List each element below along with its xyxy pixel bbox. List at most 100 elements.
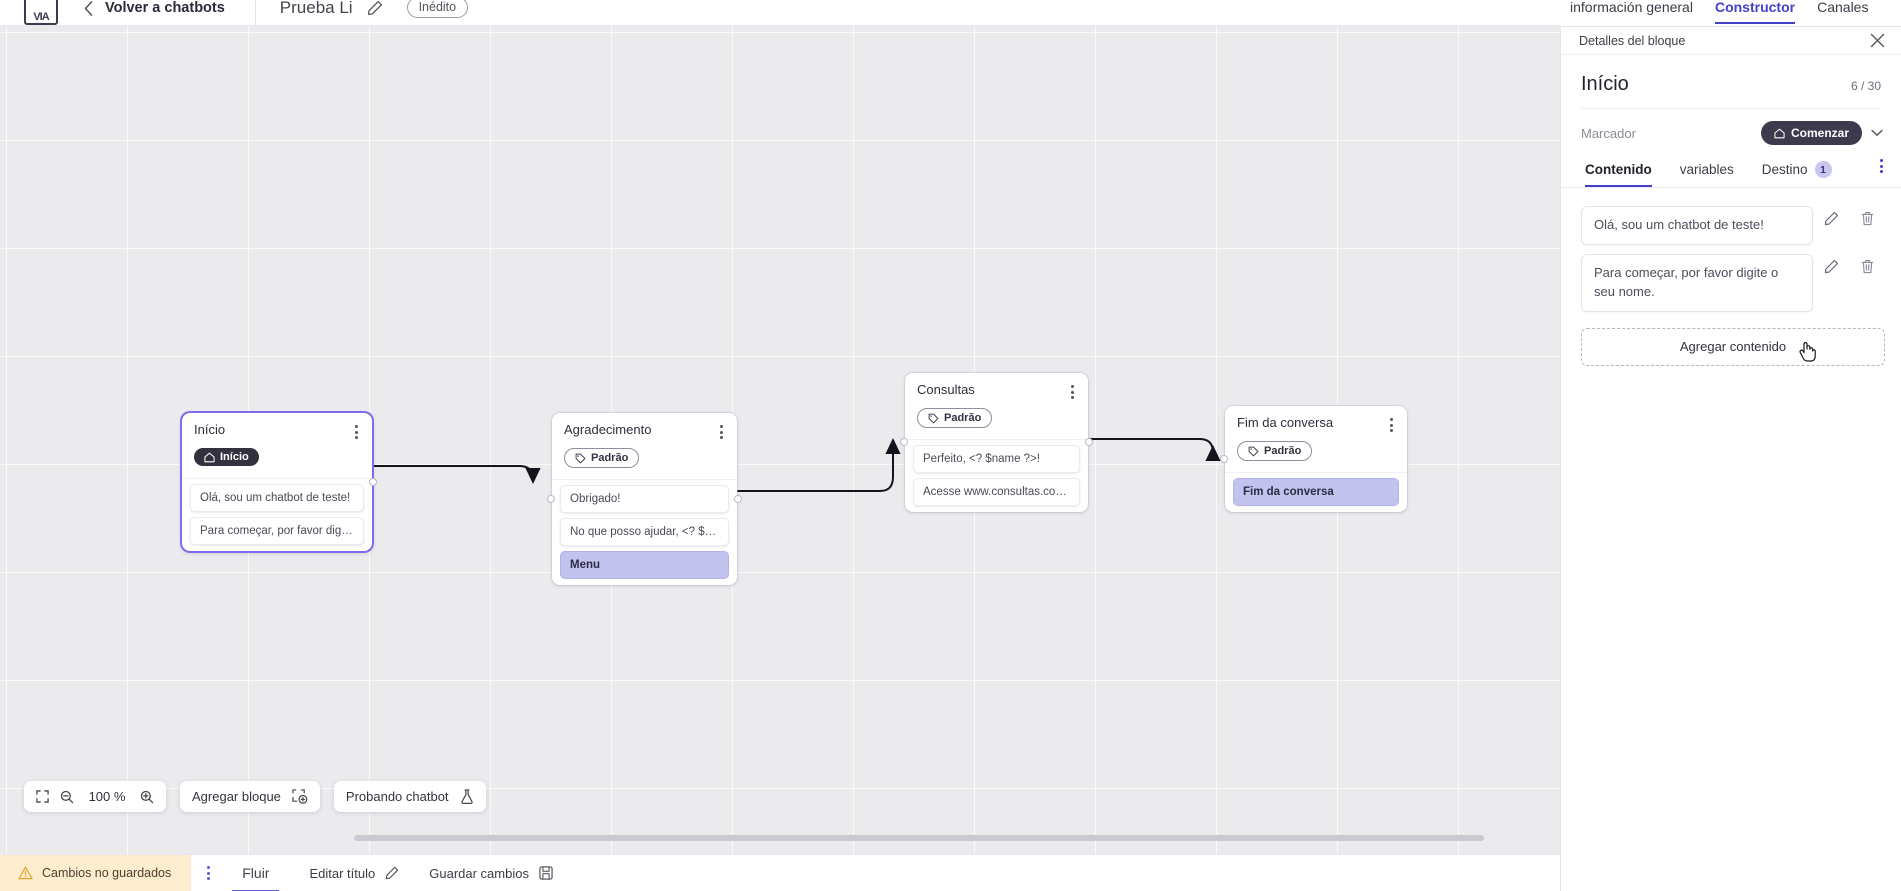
node-type-pill: Início [194, 448, 259, 466]
delete-content-icon[interactable] [1849, 211, 1885, 226]
content-item-actions [1813, 206, 1885, 226]
node-message[interactable]: Perfeito, <? $name ?>! [913, 444, 1080, 473]
node-title: Consultas [917, 382, 975, 397]
node-divider [552, 478, 737, 480]
canvas-toolbar: 100 % Agregar bloque Probando chatbot [24, 781, 486, 812]
node-input-handle[interactable] [900, 438, 908, 447]
panel-block-title: Início [1581, 73, 1629, 95]
save-disk-icon [539, 866, 553, 880]
node-output-handle[interactable] [734, 494, 742, 503]
unsaved-changes-banner: Cambios no guardados [0, 854, 192, 891]
node-divider [182, 477, 372, 479]
node-output-handle[interactable] [1085, 438, 1093, 447]
node-message-highlight[interactable]: Menu [560, 550, 729, 579]
node-menu-icon[interactable] [716, 422, 727, 442]
pencil-icon [385, 866, 399, 880]
node-type-pill: Padrão [564, 448, 640, 468]
save-changes-label: Guardar cambios [429, 865, 529, 881]
flow-node-agradecimento[interactable]: Agradecimento Padrão Obrigado! No que po… [547, 413, 742, 585]
tag-icon [1248, 446, 1259, 456]
node-menu-icon[interactable] [1067, 382, 1078, 402]
node-message-highlight[interactable]: Fim da conversa [1233, 477, 1399, 506]
node-menu-icon[interactable] [351, 422, 362, 442]
statusbar-menu-icon[interactable] [207, 866, 211, 880]
fit-view-icon[interactable] [36, 790, 49, 803]
node-message[interactable]: Olá, sou um chatbot de teste! [190, 483, 364, 512]
content-item-text[interactable]: Para começar, por favor digite o seu nom… [1581, 253, 1813, 312]
chevron-down-icon[interactable] [1871, 129, 1883, 137]
content-item-actions [1813, 254, 1885, 274]
tag-icon [575, 453, 586, 463]
marker-value-group[interactable]: Comenzar [1760, 121, 1883, 145]
tab-constructor[interactable]: Constructor [1714, 0, 1796, 24]
edit-title-pencil-icon[interactable] [367, 0, 383, 16]
panel-tabs-menu-icon[interactable] [1880, 159, 1883, 173]
node-pill-label: Padrão [944, 412, 982, 424]
node-pill-label: Padrão [591, 452, 629, 464]
add-content-button[interactable]: Agregar contenido [1581, 327, 1885, 366]
zoom-out-icon[interactable] [60, 790, 74, 804]
node-message[interactable]: Obrigado! [560, 484, 729, 513]
back-chevron-icon[interactable] [84, 1, 93, 16]
tab-informacion-general[interactable]: información general [1570, 0, 1693, 15]
home-icon [1774, 128, 1785, 138]
close-icon[interactable] [1870, 33, 1885, 48]
add-block-button[interactable]: Agregar bloque [180, 781, 320, 812]
panel-tab-destino[interactable]: Destino 1 [1762, 161, 1832, 187]
node-input-handle[interactable] [547, 494, 555, 503]
statusbar-tab-fluir[interactable]: Fluir [232, 855, 280, 891]
back-to-chatbots-link[interactable]: Volver a chatbots [105, 0, 225, 16]
node-title: Fim da conversa [1237, 415, 1334, 430]
mouse-cursor [1798, 340, 1818, 362]
canvas-hscrollbar-thumb[interactable] [354, 835, 1484, 841]
node-menu-icon[interactable] [1386, 415, 1397, 435]
node-divider [905, 438, 1088, 440]
node-pill-label: Padrão [1264, 445, 1302, 457]
node-divider [1225, 471, 1407, 473]
save-changes-button[interactable]: Guardar cambios [429, 866, 553, 881]
node-pill-row: Padrão [1225, 435, 1407, 466]
content-item-text[interactable]: Olá, sou um chatbot de teste! [1581, 206, 1813, 245]
panel-tab-contenido[interactable]: Contenido [1585, 162, 1652, 187]
node-type-pill: Padrão [1237, 441, 1313, 461]
node-header: Consultas [905, 373, 1088, 402]
chatbot-title: Prueba Li [279, 0, 353, 17]
zoom-in-icon[interactable] [140, 790, 154, 804]
node-input-handle[interactable] [1220, 454, 1228, 463]
panel-divider [1581, 108, 1881, 109]
node-title: Início [194, 422, 226, 437]
flask-icon [460, 788, 474, 805]
node-message[interactable]: Para começar, por favor digite o ... [190, 516, 364, 545]
node-pill-row: Início [182, 442, 372, 472]
node-message[interactable]: No que posso ajudar, <? $name ... [560, 517, 729, 546]
marker-chip[interactable]: Comenzar [1760, 121, 1862, 145]
app-logo-icon[interactable]: VIA [24, 0, 58, 25]
content-item-row: Para começar, por favor digite o seu nom… [1581, 253, 1885, 312]
zoom-level: 100 % [88, 789, 126, 804]
test-chatbot-button[interactable]: Probando chatbot [333, 781, 486, 812]
flow-canvas[interactable]: Início Início Olá, sou um chatbot de tes… [0, 26, 1561, 854]
panel-tab-badge: 1 [1814, 161, 1832, 178]
flow-node-consultas[interactable]: Consultas Padrão Perfeito, <? $name ?>! … [900, 373, 1093, 512]
toolbar-divider [254, 0, 256, 26]
node-type-pill: Padrão [917, 408, 993, 428]
test-chatbot-label: Probando chatbot [345, 789, 449, 804]
content-item-row: Olá, sou um chatbot de teste! [1581, 206, 1885, 245]
tab-canales[interactable]: Canales [1817, 0, 1869, 15]
panel-content-list: Olá, sou um chatbot de teste! Para começ… [1561, 188, 1901, 312]
edit-title-button[interactable]: Editar título [309, 866, 399, 881]
delete-content-icon[interactable] [1849, 259, 1885, 274]
node-output-handle[interactable] [369, 477, 377, 486]
unsaved-changes-label: Cambios no guardados [42, 866, 172, 880]
panel-tab-variables[interactable]: variables [1680, 162, 1734, 186]
add-block-icon [292, 789, 308, 804]
status-bar: Cambios no guardados Fluir Editar título… [0, 854, 1561, 891]
flow-node-fim-da-conversa[interactable]: Fim da conversa Padrão Fim da conversa [1220, 406, 1407, 512]
flow-node-inicio[interactable]: Início Início Olá, sou um chatbot de tes… [182, 413, 377, 551]
canvas-hscrollbar[interactable] [0, 834, 1561, 842]
edit-content-icon[interactable] [1813, 259, 1849, 274]
panel-block-count: 6 / 30 [1850, 79, 1881, 93]
edit-content-icon[interactable] [1813, 211, 1849, 226]
node-message[interactable]: Acesse www.consultas.com par... [913, 477, 1080, 506]
panel-tab-label: Contenido [1585, 162, 1652, 177]
